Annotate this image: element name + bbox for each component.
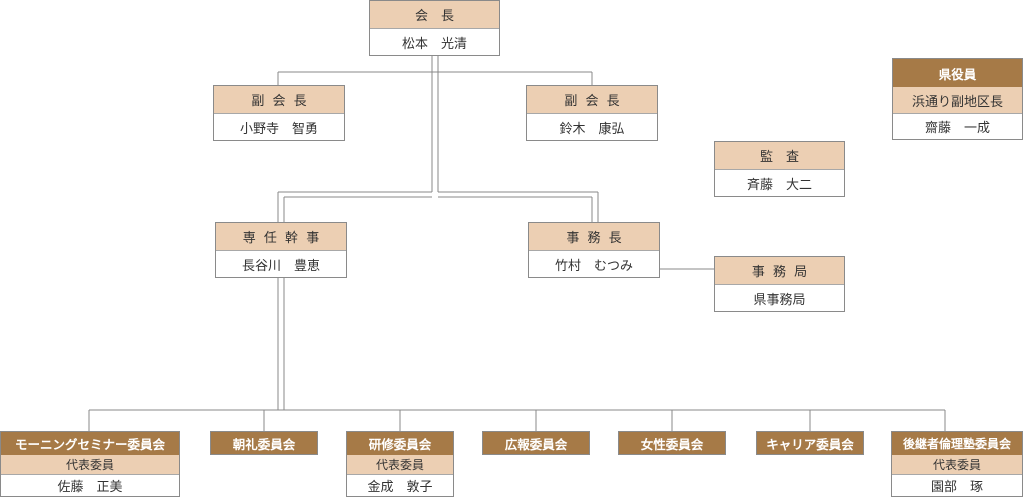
- vice-president-box-1: 副 会 長 小野寺 智勇: [213, 85, 345, 141]
- prefecture-officer-box: 県役員 浜通り副地区長 齋藤 一成: [892, 58, 1023, 140]
- committee-title: 後継者倫理塾委員会: [892, 432, 1022, 455]
- secretary-general-box: 事 務 長 竹村 むつみ: [528, 222, 660, 278]
- president-name: 松本 光清: [370, 29, 499, 55]
- committee-representative: 園部 琢: [892, 475, 1022, 496]
- secretary-general-name: 竹村 むつみ: [529, 251, 659, 277]
- president-title: 会 長: [370, 1, 499, 29]
- prefecture-officer-name: 齋藤 一成: [893, 114, 1022, 139]
- prefecture-officer-role: 浜通り副地区長: [893, 87, 1022, 114]
- committee-box-morning-assembly: 朝礼委員会: [210, 431, 318, 455]
- committee-box-morning-seminar: モーニングセミナー委員会 代表委員 佐藤 正美: [0, 431, 180, 497]
- committee-title: モーニングセミナー委員会: [1, 432, 179, 455]
- committee-representative: 金成 敦子: [347, 475, 453, 496]
- auditor-title: 監 査: [715, 142, 844, 170]
- vice-president-name: 小野寺 智勇: [214, 114, 344, 140]
- secretariat-title: 事 務 局: [715, 257, 844, 285]
- committee-title: 女性委員会: [619, 432, 725, 454]
- secretary-general-title: 事 務 長: [529, 223, 659, 251]
- committee-title: 研修委員会: [347, 432, 453, 455]
- committee-box-successor-ethics: 後継者倫理塾委員会 代表委員 園部 琢: [891, 431, 1023, 497]
- committee-title: キャリア委員会: [757, 432, 863, 454]
- committee-box-training: 研修委員会 代表委員 金成 敦子: [346, 431, 454, 497]
- secretariat-box: 事 務 局 県事務局: [714, 256, 845, 312]
- committee-role: 代表委員: [1, 455, 179, 475]
- vice-president-title: 副 会 長: [214, 86, 344, 114]
- executive-director-box: 専 任 幹 事 長谷川 豊恵: [215, 222, 347, 278]
- vice-president-title: 副 会 長: [527, 86, 657, 114]
- committee-title: 広報委員会: [483, 432, 589, 454]
- committee-title: 朝礼委員会: [211, 432, 317, 454]
- committee-box-public-relations: 広報委員会: [482, 431, 590, 455]
- committee-box-women: 女性委員会: [618, 431, 726, 455]
- prefecture-officer-title: 県役員: [893, 59, 1022, 87]
- auditor-name: 斉藤 大二: [715, 170, 844, 196]
- vice-president-name: 鈴木 康弘: [527, 114, 657, 140]
- committee-role: 代表委員: [892, 455, 1022, 475]
- executive-director-title: 専 任 幹 事: [216, 223, 346, 251]
- committee-box-career: キャリア委員会: [756, 431, 864, 455]
- president-box: 会 長 松本 光清: [369, 0, 500, 56]
- committee-role: 代表委員: [347, 455, 453, 475]
- executive-director-name: 長谷川 豊恵: [216, 251, 346, 277]
- auditor-box: 監 査 斉藤 大二: [714, 141, 845, 197]
- vice-president-box-2: 副 会 長 鈴木 康弘: [526, 85, 658, 141]
- committee-representative: 佐藤 正美: [1, 475, 179, 496]
- secretariat-name: 県事務局: [715, 285, 844, 311]
